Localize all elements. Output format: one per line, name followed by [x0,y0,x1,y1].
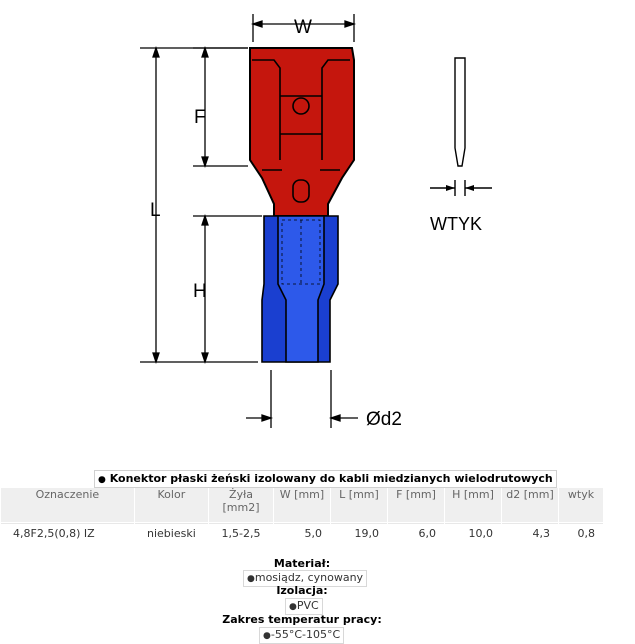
bullet-icon: ● [289,602,297,612]
col-kolor: Kolor [134,488,208,522]
material-value: ●mosiądz, cynowany [243,570,368,587]
wtyk-pin-side-view [430,57,492,196]
metal-contact-body [249,47,355,217]
spec-title-text: Konektor płaski żeński izolowany do kabl… [109,472,553,485]
cell-kolor: niebieski [134,523,208,551]
cell-wtyk: 0,8 [559,523,603,551]
cell-h: 10,0 [445,523,501,551]
cell-d2: 4,3 [502,523,558,551]
dim-l-label: L [150,200,161,221]
col-d2: d2 [mm] [502,488,558,522]
bullet-icon: ● [247,574,255,584]
cell-oznaczenie: 4,8F2,5(0,8) IZ [1,523,134,551]
bullet-icon: ● [263,631,271,641]
insulation-label: Izolacja: [276,584,328,597]
spec-table: Oznaczenie Kolor Żyła [mm2] W [mm] L [mm… [0,487,604,552]
temperature-value-text: -55°C-105°C [270,628,341,641]
cell-zyla: 1,5-2,5 [209,523,273,551]
temperature-label: Zakres temperatur pracy: [222,613,382,626]
temperature-value: ●-55°C-105°C [259,627,345,644]
col-w: W [mm] [274,488,330,522]
insulation-value-text: PVC [296,599,319,612]
insulation-sleeve [261,215,339,363]
dim-f-label: F [194,107,206,128]
col-oznaczenie: Oznaczenie [1,488,134,522]
spec-title: ● Konektor płaski żeński izolowany do ka… [94,470,557,488]
cell-f: 6,0 [388,523,444,551]
table-header-row: Oznaczenie Kolor Żyła [mm2] W [mm] L [mm… [1,488,603,522]
col-zyla: Żyła [mm2] [209,488,273,522]
col-h: H [mm] [445,488,501,522]
cell-w: 5,0 [274,523,330,551]
cell-l: 19,0 [331,523,387,551]
connector-technical-drawing: W F L H Ød2 WTYK [140,14,492,430]
material-label: Materiał: [273,557,331,570]
bullet-icon: ● [98,475,106,485]
material-value-text: mosiądz, cynowany [254,571,364,584]
wtyk-label: WTYK [430,214,482,234]
table-row: 4,8F2,5(0,8) IZ niebieski 1,5-2,5 5,0 19… [1,523,603,551]
dim-h-label: H [193,281,207,302]
col-f: F [mm] [388,488,444,522]
dim-w-label: W [294,17,312,38]
dim-d2-label: Ød2 [366,409,402,430]
col-l: L [mm] [331,488,387,522]
insulation-value: ●PVC [285,598,323,615]
col-wtyk: wtyk [559,488,603,522]
